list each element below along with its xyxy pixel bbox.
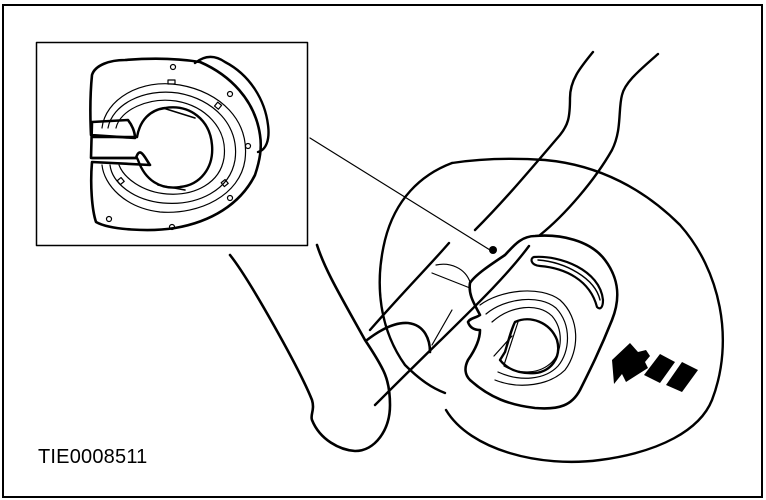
arrow-left-icon	[612, 343, 698, 392]
leader-line	[309, 137, 491, 251]
shaft-detail	[431, 263, 471, 346]
installed-clip-ring	[464, 234, 619, 410]
figure-frame	[2, 4, 763, 498]
housing-outline	[378, 157, 725, 464]
column-shaft	[368, 50, 660, 407]
leader-dot	[489, 246, 497, 254]
steering-arm	[228, 243, 432, 453]
inset-clip-ring	[89, 55, 270, 232]
figure-id-label: TIE0008511	[38, 446, 148, 468]
